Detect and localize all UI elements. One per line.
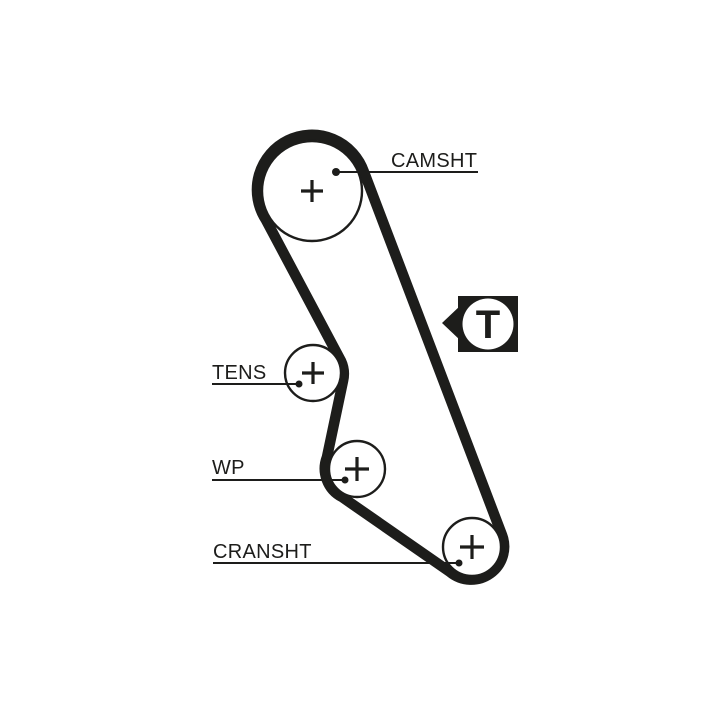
camshaft-pulley [260,139,364,243]
crankshaft-pulley [441,516,503,578]
camshaft-callout: CAMSHT [332,150,478,176]
crankshaft-label: CRANSHT [213,541,312,563]
water-pump-label: WP [212,457,245,479]
water-pump-leader-dot [341,476,349,484]
tensioner-leader-dot [295,380,303,388]
camshaft-label: CAMSHT [391,150,477,172]
tensioner-label: TENS [212,362,267,384]
crankshaft-center-cross [460,535,484,559]
camshaft-center-cross [301,180,323,202]
tension-marker-arrow-left-icon [442,305,461,341]
tension-marker-letter: T [476,303,500,347]
tension-marker-circle [462,298,514,350]
water-pump-callout: WP [212,457,349,484]
tensioner-pulley [283,343,343,403]
water-pump-pulley [327,439,387,499]
camshaft-leader-dot [332,168,340,176]
crankshaft-leader-dot [455,559,463,567]
tensioner-callout: TENS [212,362,303,388]
tensioner-center-cross [302,362,324,384]
crankshaft-callout: CRANSHT [213,541,463,567]
tension-marker-icon: T [442,296,518,352]
timing-belt [251,129,510,585]
water-pump-center-cross [345,457,369,481]
